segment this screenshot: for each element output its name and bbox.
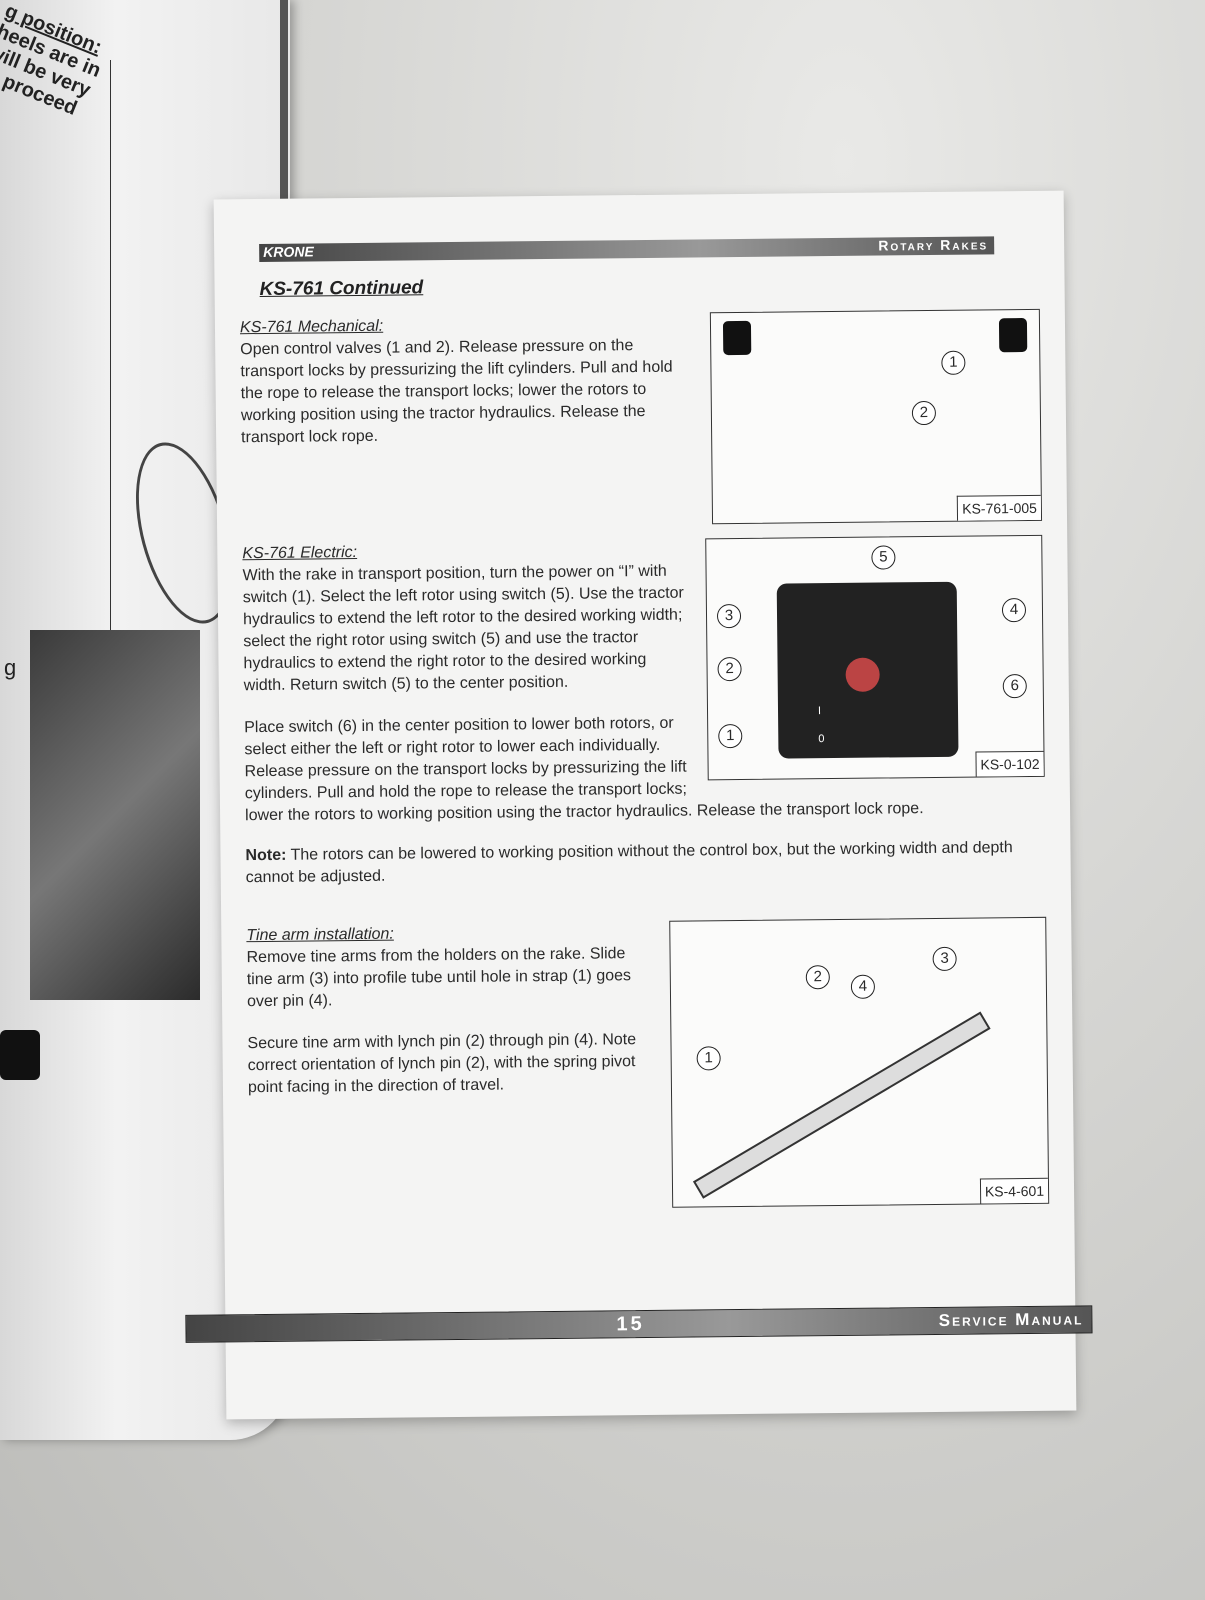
figure-valves: 1 2 KS-761-005: [709, 308, 1043, 525]
section-title: Rotary Rakes: [878, 236, 989, 254]
figure-label: KS-4-601: [979, 1177, 1049, 1204]
lock-open-icon: [998, 317, 1028, 353]
callout: 2: [805, 965, 830, 990]
callout: 3: [716, 603, 742, 629]
callout: 2: [717, 656, 742, 682]
callout: 5: [871, 545, 896, 570]
callout: 1: [718, 723, 743, 749]
lock-closed-icon: [722, 320, 752, 356]
footer-bar: 15 Service Manual: [185, 1305, 1093, 1343]
manual-page: KRONE Rotary Rakes KS-761 Continued 1 2 …: [185, 190, 1093, 1420]
footer-label: Service Manual: [938, 1309, 1084, 1330]
power-lamp: [845, 657, 880, 692]
figure-control-box: I 0 5 3 4 2 6 1 KS-0-102: [705, 534, 1045, 781]
callout: 4: [850, 974, 876, 999]
figure-label: KS-0-102: [975, 750, 1044, 777]
switch-label: I: [817, 705, 822, 718]
margin-letter: g: [4, 655, 17, 680]
header-bar: KRONE Rotary Rakes: [259, 236, 995, 263]
lock-icon: [0, 1030, 40, 1080]
figure-tine-arm: 2 4 3 1 KS-4-601: [669, 916, 1050, 1208]
brand-logo: KRONE: [263, 243, 314, 260]
callout: 6: [1002, 673, 1027, 699]
machine-photo: [30, 630, 200, 1000]
page-number: 15: [616, 1313, 645, 1336]
callout: 2: [911, 400, 937, 426]
callout: 3: [932, 946, 957, 971]
note-body: The rotors can be lowered to working pos…: [245, 839, 1013, 887]
callout: 1: [696, 1046, 721, 1071]
wheel-illustration: [110, 60, 271, 634]
page-content: 1 2 KS-761-005 KS-761 Mechanical: Open c…: [240, 308, 1050, 1222]
callout: 4: [1001, 598, 1027, 623]
note-label: Note:: [245, 846, 287, 865]
control-box: I 0: [776, 581, 959, 759]
figure-label: KS-761-005: [957, 494, 1042, 521]
switch-label: 0: [818, 733, 825, 746]
page-title: KS-761 Continued: [259, 277, 424, 301]
callout: 1: [941, 350, 966, 375]
